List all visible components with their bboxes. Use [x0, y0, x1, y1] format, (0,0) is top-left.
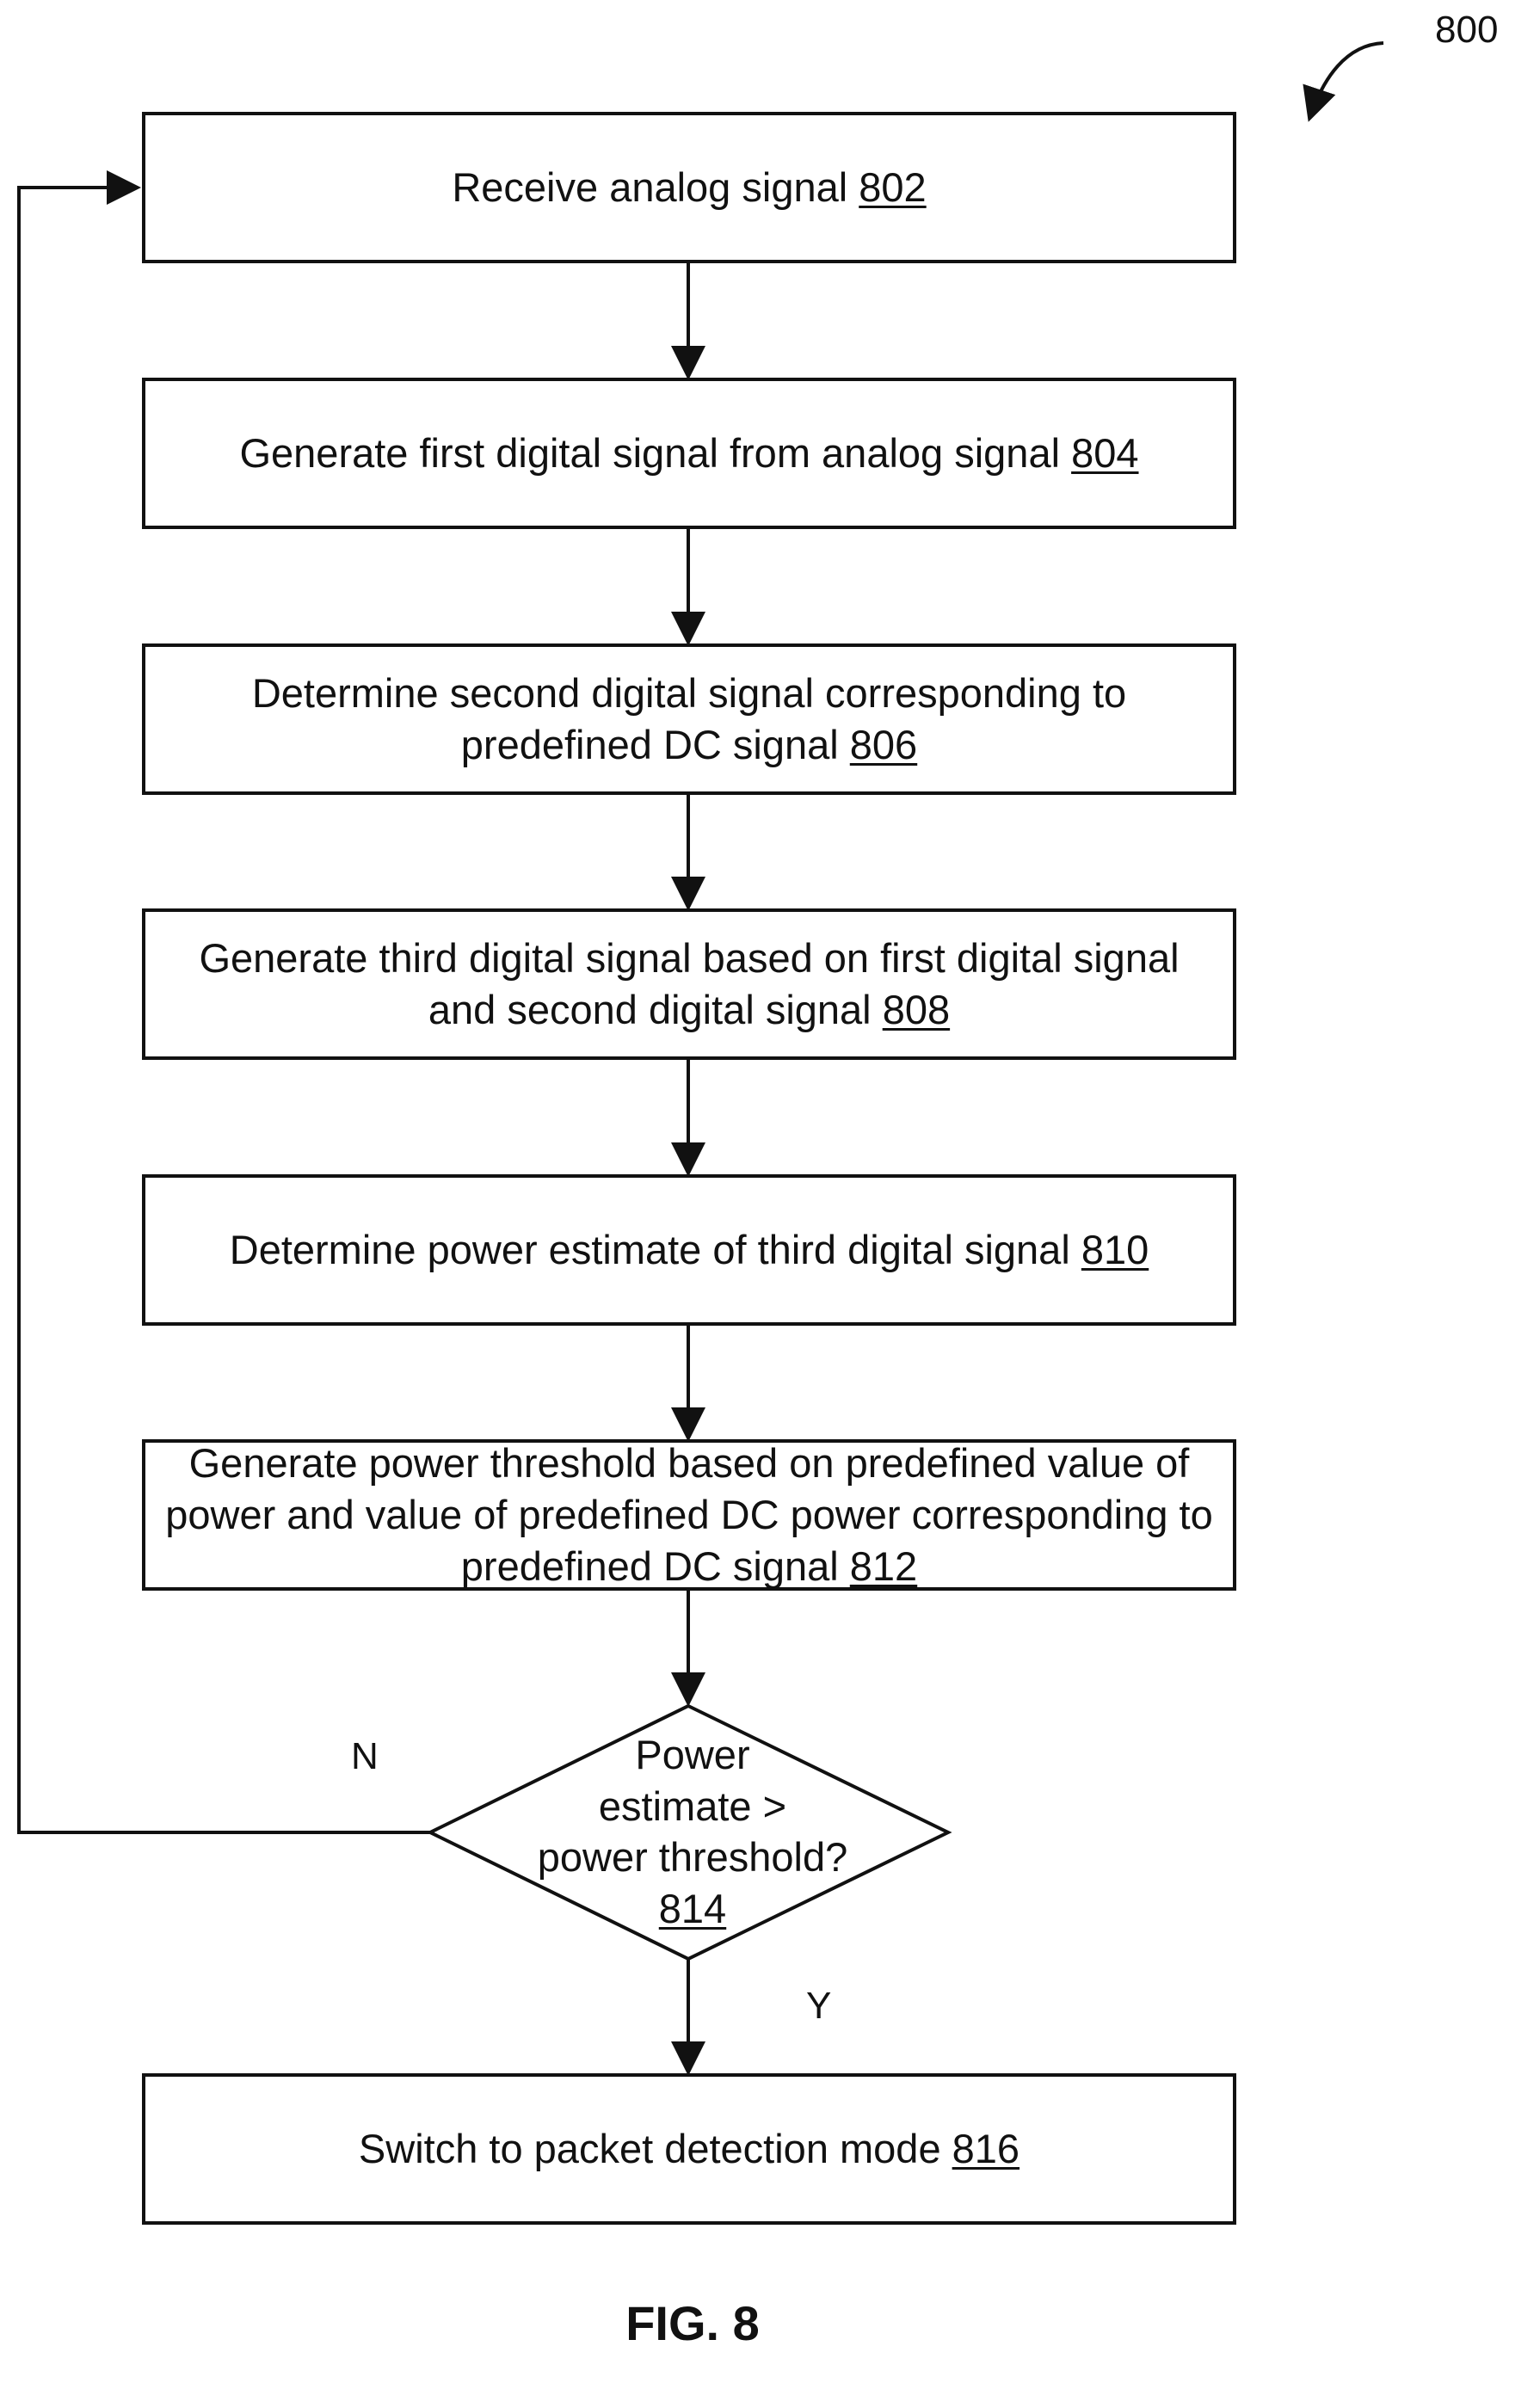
step-812-label: Generate power threshold based on predef…	[145, 1438, 1233, 1592]
step-816-box: Switch to packet detection mode 816	[142, 2073, 1236, 2225]
step-810-box: Determine power estimate of third digita…	[142, 1174, 1236, 1326]
step-806-box: Determine second digital signal correspo…	[142, 643, 1236, 795]
step-804-label: Generate first digital signal from analo…	[239, 428, 1138, 479]
decision-814-label: Power estimate > power threshold? 814	[430, 1729, 955, 1935]
reference-curved-arrow	[1309, 43, 1383, 119]
branch-yes-label: Y	[806, 1985, 831, 2028]
step-802-label: Receive analog signal 802	[452, 162, 926, 213]
step-802-box: Receive analog signal 802	[142, 112, 1236, 263]
step-804-box: Generate first digital signal from analo…	[142, 378, 1236, 529]
step-808-label: Generate third digital signal based on f…	[145, 933, 1233, 1035]
branch-no-label: N	[351, 1735, 379, 1778]
step-806-label: Determine second digital signal correspo…	[145, 668, 1233, 770]
step-810-label: Determine power estimate of third digita…	[230, 1224, 1149, 1276]
figure-caption: FIG. 8	[0, 2295, 1385, 2351]
step-808-box: Generate third digital signal based on f…	[142, 908, 1236, 1060]
step-812-box: Generate power threshold based on predef…	[142, 1439, 1236, 1591]
step-816-label: Switch to packet detection mode 816	[359, 2123, 1019, 2175]
figure-reference-number: 800	[1435, 9, 1498, 52]
